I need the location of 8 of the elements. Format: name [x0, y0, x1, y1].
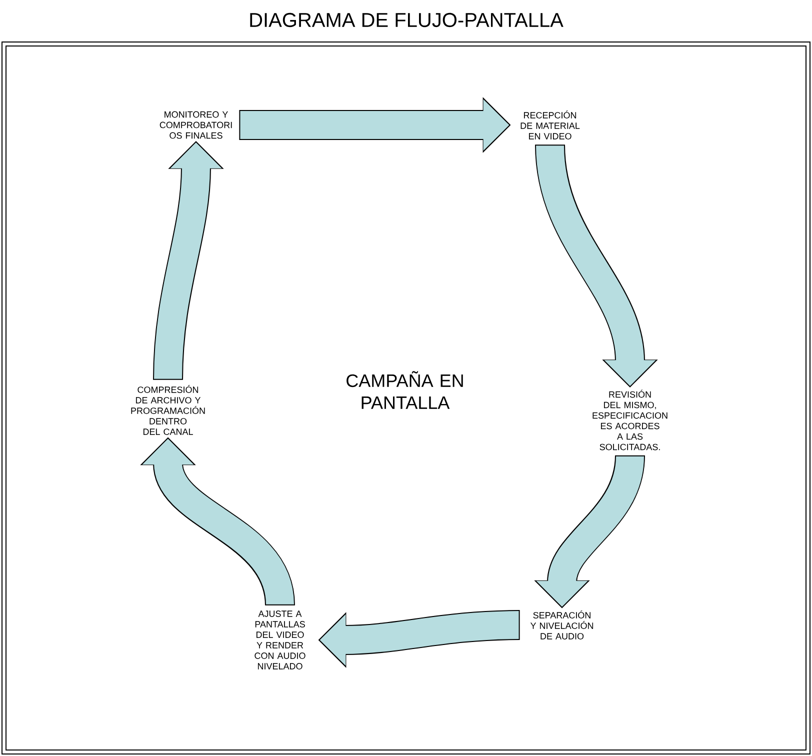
step-text: MONITOREO Y COMPROBATORI OS FINALES [160, 111, 232, 139]
center-label: CAMPAÑA EN PANTALLA [346, 371, 463, 409]
title: DIAGRAMA DE FLUJO-PANTALLA [250, 12, 564, 28]
step-text: COMPRESIÓN DE ARCHIVO Y PROGRAMACIÓN DENTRO DEL CANAL [131, 385, 205, 435]
step-text: AJUSTE A PANTALLAS DEL VIDEO Y RENDER CON AUDIO NIVELADO [254, 610, 306, 670]
step-text: REVISIÓN DEL MISMO, ESPECIFICACION ES ACORDES A LAS SOLICITADAS. [592, 390, 668, 450]
step-text: SEPARACIÓN Y NIVELACIÓN DE AUDIO [530, 610, 594, 640]
step-text: RECEPCIÓN DE MATERIAL EN VIDEO [520, 110, 580, 140]
